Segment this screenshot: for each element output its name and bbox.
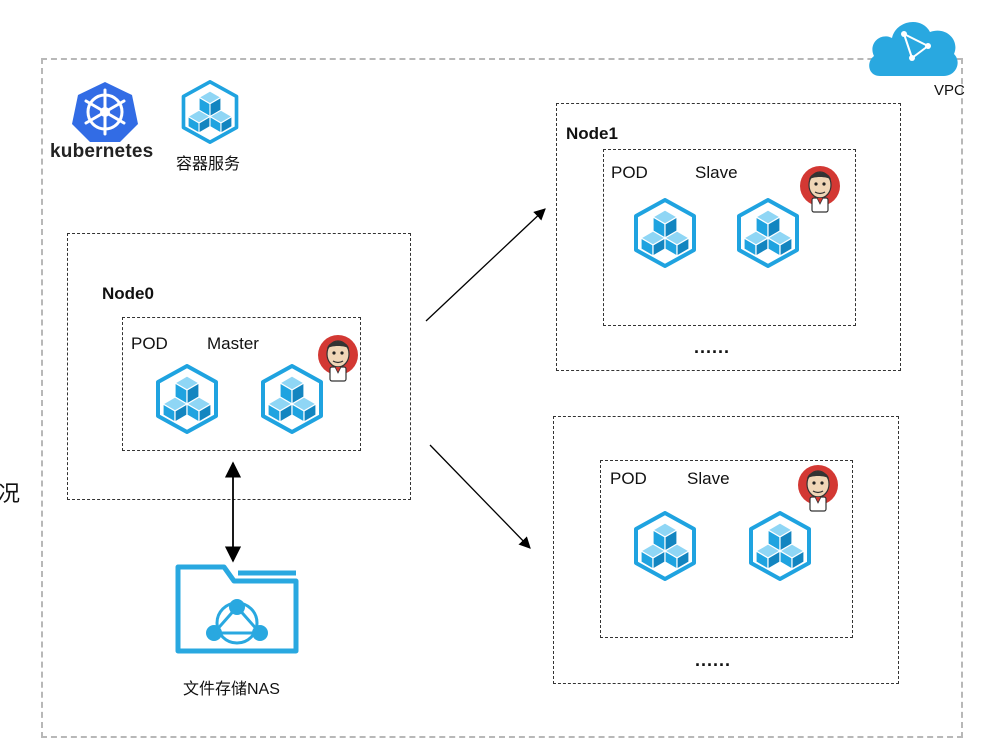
node1-more: ...... <box>694 337 731 357</box>
node1-role-label: Slave <box>695 163 738 182</box>
container-service-label: 容器服务 <box>176 156 241 173</box>
node0-title: Node0 <box>102 284 154 303</box>
container-icon <box>630 511 700 581</box>
node2-more: ...... <box>695 650 732 670</box>
node0-pod-label: POD <box>131 334 168 353</box>
node1-title: Node1 <box>566 124 618 143</box>
jenkins-icon <box>316 333 360 383</box>
node1-box <box>556 103 901 371</box>
jenkins-icon <box>798 164 842 214</box>
node0-pod-box <box>122 317 361 451</box>
nas-label: 文件存储NAS <box>183 681 280 698</box>
kubernetes-helm-icon <box>72 82 138 142</box>
node2-pod-box <box>600 460 853 638</box>
arrow-node0-to-node1 <box>425 208 546 322</box>
container-icon <box>745 511 815 581</box>
node0-role-label: Master <box>207 334 259 353</box>
nas-folder-icon <box>175 564 299 654</box>
node1-pod-label: POD <box>611 163 648 182</box>
connector-arrows <box>224 208 546 563</box>
container-icon <box>152 364 222 434</box>
jenkins-icon <box>796 463 840 513</box>
cloud-icon <box>869 21 958 76</box>
kubernetes-wordmark: kubernetes <box>50 141 154 162</box>
node1-pod-box <box>603 149 856 326</box>
arrow-node0-to-node2 <box>429 444 531 549</box>
container-service-logo <box>174 80 246 144</box>
container-icon <box>733 198 803 268</box>
container-icon <box>257 364 327 434</box>
container-icon <box>630 198 700 268</box>
vpc-label: VPC <box>934 82 965 99</box>
node2-box <box>553 416 899 684</box>
left-edge-text: 况 <box>0 481 21 506</box>
node2-role-label: Slave <box>687 469 730 488</box>
node2-pod-label: POD <box>610 469 647 488</box>
